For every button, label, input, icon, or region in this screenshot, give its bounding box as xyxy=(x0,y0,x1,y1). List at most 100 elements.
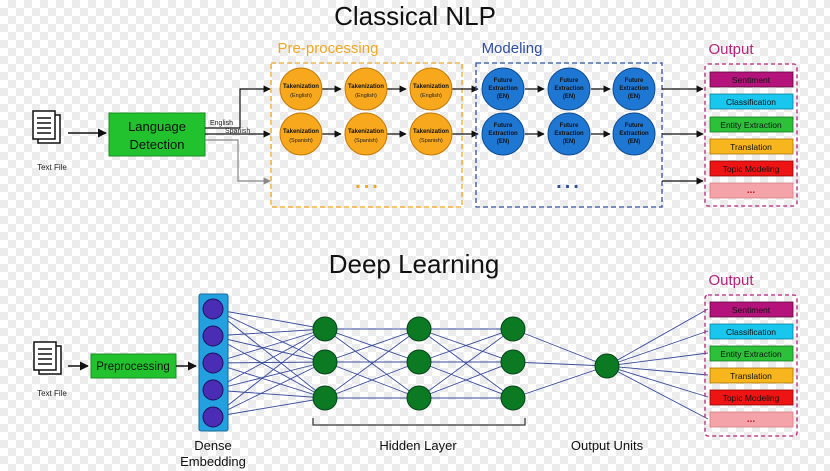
hidden-connection xyxy=(418,328,514,363)
deep-preprocessing-label: Preprocessing xyxy=(96,361,170,373)
hidden-to-output-connection xyxy=(512,365,608,399)
svg-text:Future: Future xyxy=(494,78,513,84)
svg-text:(English): (English) xyxy=(290,93,312,99)
hidden-node xyxy=(312,316,338,342)
hidden-connection xyxy=(418,361,514,399)
network-nodes xyxy=(202,298,620,428)
embedding-to-hidden-connection xyxy=(212,308,326,399)
svg-text:Takenization: Takenization xyxy=(348,129,384,135)
english-label: English xyxy=(210,120,233,127)
svg-text:(EN): (EN) xyxy=(563,94,575,100)
embedding-to-hidden-connection xyxy=(212,335,326,399)
embedding-to-hidden-connection xyxy=(212,397,326,418)
embedding-to-hidden-connection xyxy=(212,328,326,418)
token-node-en-1: Takenization (English) xyxy=(279,67,323,111)
language-detection-box xyxy=(108,112,206,157)
output-units-label: Output Units xyxy=(571,438,644,453)
svg-text:Future: Future xyxy=(560,78,579,84)
embedding-node xyxy=(202,298,224,320)
hidden-connection xyxy=(324,361,420,399)
embedding-to-hidden-connection xyxy=(212,361,326,418)
hidden-node xyxy=(406,316,432,342)
hidden-layer-bracket xyxy=(312,418,526,426)
svg-text:(Spanish): (Spanish) xyxy=(289,138,313,144)
classical-output-entity-extraction: Entity Extraction xyxy=(709,116,794,133)
svg-text:Entity Extraction: Entity Extraction xyxy=(720,349,782,359)
classical-output-topic-modeling: Topic Modeling xyxy=(709,160,794,177)
output-connection xyxy=(606,308,709,367)
feature-node-5: Future Extraction (EN) xyxy=(547,112,591,156)
svg-text:(Spanish): (Spanish) xyxy=(354,138,378,144)
modeling-title: Modeling xyxy=(482,40,543,57)
svg-text:Future: Future xyxy=(560,123,579,129)
svg-text:Extraction: Extraction xyxy=(554,86,584,92)
classical-title: Classical NLP xyxy=(334,1,496,31)
svg-text:Translation: Translation xyxy=(730,142,772,152)
svg-text:...: ... xyxy=(747,185,756,196)
svg-text:Extraction: Extraction xyxy=(619,86,649,92)
deep-output-entity-extraction: Entity Extraction xyxy=(709,345,794,362)
output-connection xyxy=(606,330,709,367)
document-icon xyxy=(32,110,61,144)
deep-output-classification: Classification xyxy=(709,323,794,340)
hidden-connection xyxy=(418,328,514,399)
svg-text:Extraction: Extraction xyxy=(488,131,518,137)
feature-node-1: Future Extraction (EN) xyxy=(481,67,525,111)
svg-text:(EN): (EN) xyxy=(628,139,640,145)
text-file-label: Text File xyxy=(37,163,67,172)
embedding-to-hidden-connection xyxy=(212,389,326,399)
svg-text:Extraction: Extraction xyxy=(554,131,584,137)
output-unit-node xyxy=(594,353,620,379)
svg-text:Takenization: Takenization xyxy=(413,84,449,90)
feature-node-3: Future Extraction (EN) xyxy=(612,67,656,111)
embedding-to-hidden-connection xyxy=(212,328,326,364)
feature-node-6: Future Extraction (EN) xyxy=(612,112,656,156)
embedding-node xyxy=(202,379,224,401)
svg-text:(English): (English) xyxy=(420,93,442,99)
modeling-group xyxy=(475,62,663,208)
language-detection-line-1: Language xyxy=(128,119,186,134)
dense-label-line-1: Dense xyxy=(194,438,232,453)
svg-text:Future: Future xyxy=(625,78,644,84)
token-node-es-3: Takenization (Spanish) xyxy=(409,112,453,156)
svg-text:...: ... xyxy=(747,414,756,425)
embedding-to-hidden-connection xyxy=(212,328,326,391)
svg-text:Topic Modeling: Topic Modeling xyxy=(723,393,780,403)
branch-english xyxy=(205,85,271,129)
embedding-to-hidden-connection xyxy=(212,361,326,391)
hidden-node xyxy=(406,385,432,411)
document-icon xyxy=(33,341,62,375)
output-connection xyxy=(606,365,709,376)
dense-label-line-2: Embedding xyxy=(180,454,246,469)
embedding-node xyxy=(202,406,224,428)
embedding-to-hidden-connection xyxy=(212,361,326,364)
classical-output-classification: Classification xyxy=(709,93,794,110)
preprocessing-ellipsis: ... xyxy=(355,171,381,193)
hidden-node xyxy=(312,349,338,375)
feature-node-4: Future Extraction (EN) xyxy=(481,112,525,156)
svg-text:(EN): (EN) xyxy=(628,94,640,100)
token-node-es-1: Takenization (Spanish) xyxy=(279,112,323,156)
svg-text:Future: Future xyxy=(625,123,644,129)
output-connection xyxy=(606,365,709,420)
svg-text:Classification: Classification xyxy=(726,97,776,107)
hidden-node xyxy=(406,349,432,375)
output-connection xyxy=(606,365,709,398)
deep-text-file-label: Text File xyxy=(37,389,67,398)
svg-text:Sentiment: Sentiment xyxy=(732,75,771,85)
deep-output-topic-modeling: Topic Modeling xyxy=(709,389,794,406)
branch-other xyxy=(205,139,271,185)
deep-output-sentiment: Sentiment xyxy=(709,301,794,318)
deep-output-more: ... xyxy=(709,411,794,428)
embedding-to-hidden-connection xyxy=(212,308,326,363)
preprocessing-title: Pre-processing xyxy=(278,40,379,57)
language-detection-line-2: Detection xyxy=(130,137,185,152)
output-connection xyxy=(606,352,709,367)
embedding-node xyxy=(202,352,224,374)
hidden-node xyxy=(500,316,526,342)
hidden-node xyxy=(500,385,526,411)
classical-output-more: ... xyxy=(709,182,794,199)
embedding-to-hidden-connection xyxy=(212,308,326,330)
embedding-to-hidden-connection xyxy=(212,335,326,363)
